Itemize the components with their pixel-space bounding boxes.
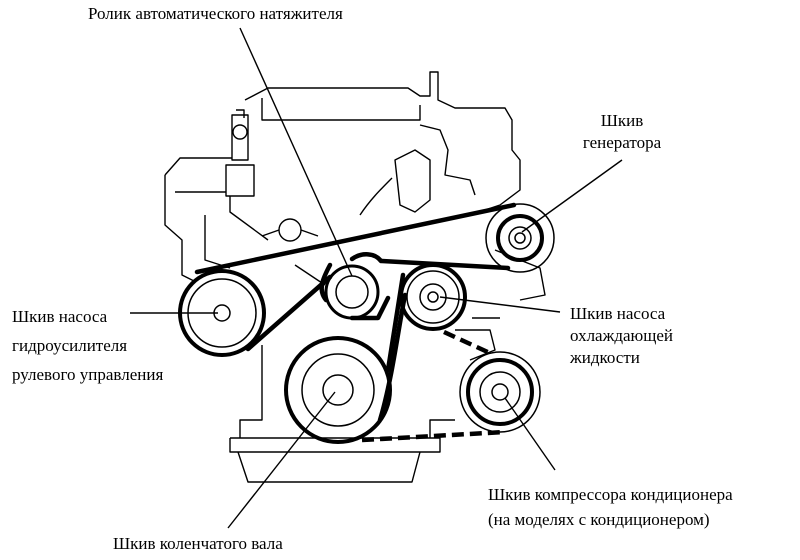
label-alternator-line1: Шкив	[600, 111, 644, 130]
leader-ac-compressor	[504, 397, 556, 471]
label-tensioner-text: Ролик автоматического натяжителя	[88, 4, 343, 23]
label-power-steering-line3: рулевого управления	[12, 365, 164, 384]
leader-lines	[130, 27, 623, 529]
label-alternator-line2: генератора	[582, 133, 662, 152]
label-crankshaft-text: Шкив коленчатого вала	[113, 534, 283, 553]
tensioner-pulley	[324, 264, 380, 320]
pulleys	[178, 203, 555, 444]
label-water-pump-line1: Шкив насоса	[570, 304, 666, 323]
leader-water-pump	[439, 296, 561, 313]
label-alternator: Шкив генератора	[572, 110, 672, 154]
water-pump-pulley	[399, 263, 467, 331]
label-crankshaft: Шкив коленчатого вала	[113, 533, 283, 555]
label-water-pump: Шкив насоса охлаждающей жидкости	[570, 303, 673, 369]
label-power-steering-line1: Шкив насоса	[12, 307, 108, 326]
leader-crankshaft	[227, 391, 336, 529]
label-ac-compressor-line1: Шкив компрессора кондиционера	[488, 485, 733, 504]
alternator-pulley	[485, 203, 555, 273]
ac-belt	[361, 329, 506, 443]
label-power-steering: Шкив насоса гидроусилителя рулевого упра…	[12, 306, 163, 386]
ac-compressor-pulley	[459, 351, 541, 433]
drive-belt	[194, 202, 517, 423]
label-water-pump-line3: жидкости	[570, 348, 640, 367]
leader-tensioner	[239, 27, 353, 277]
label-ac-compressor-line2: (на моделях с кондиционером)	[488, 510, 710, 529]
crankshaft-pulley	[284, 336, 392, 444]
leader-alternator	[521, 159, 623, 233]
label-tensioner: Ролик автоматического натяжителя	[88, 3, 343, 25]
label-ac-compressor: Шкив компрессора кондиционера (на моделя…	[488, 484, 733, 531]
label-water-pump-line2: охлаждающей	[570, 326, 673, 345]
label-power-steering-line2: гидроусилителя	[12, 336, 128, 355]
